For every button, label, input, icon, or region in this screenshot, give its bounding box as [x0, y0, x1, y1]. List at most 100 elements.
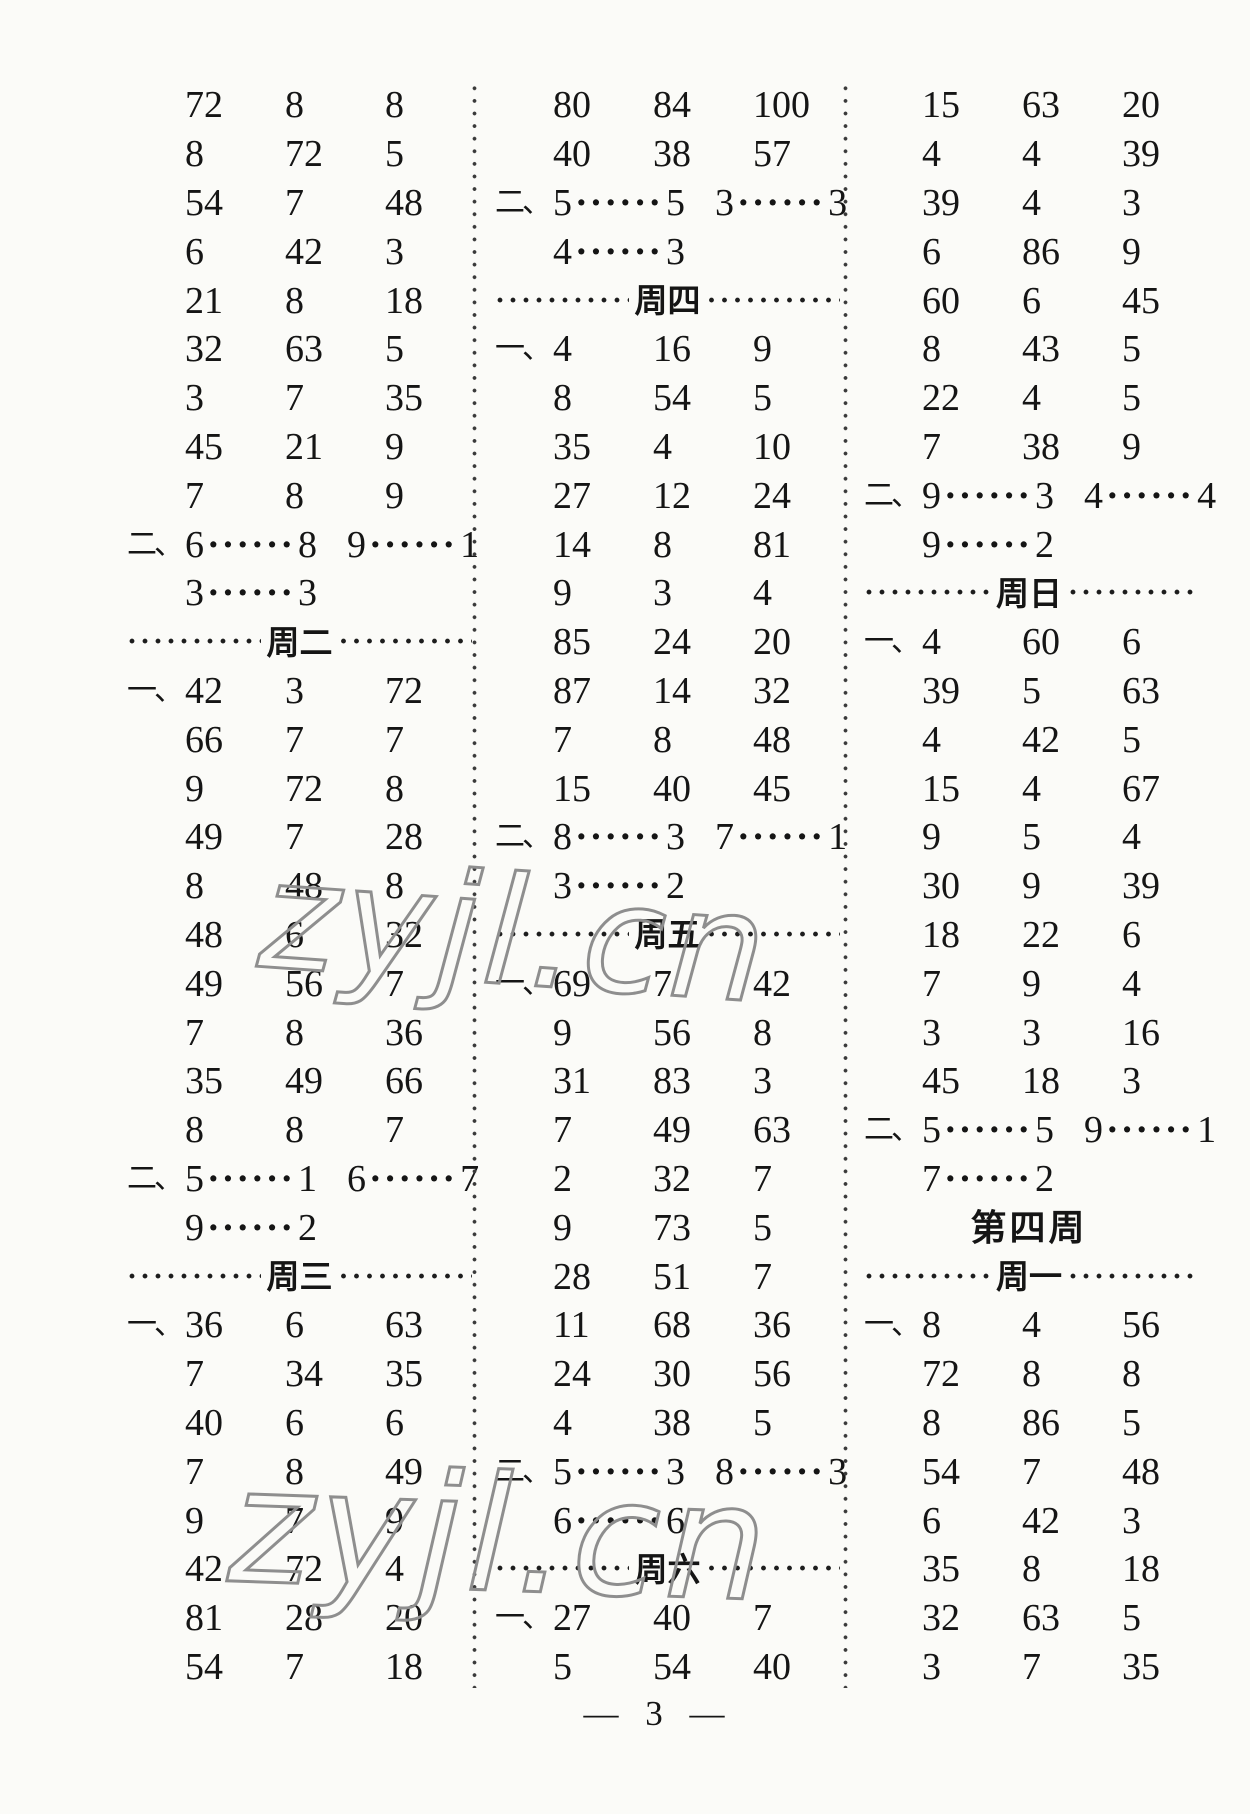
- remainder-answers: 8······3 7······1: [553, 818, 877, 856]
- answer-value: 42: [1022, 1499, 1060, 1542]
- answer-value: 3: [922, 1011, 941, 1054]
- answer-value: 31: [553, 1060, 591, 1103]
- remainder-answer-row: 7······2: [864, 1155, 1194, 1204]
- header-dots: ··············: [495, 1554, 629, 1585]
- remainder-answer-row: 二、6······8 9······1: [127, 520, 479, 569]
- answer-value: 30: [653, 1353, 691, 1396]
- remainder-answer-row: 4······3: [495, 227, 840, 276]
- quotient-value: 3: [553, 865, 572, 908]
- answer-value: 69: [553, 962, 591, 1005]
- section-prefix: 一、: [864, 625, 921, 659]
- answer-value: 8: [285, 1109, 304, 1152]
- quotient-value: 6: [185, 523, 204, 566]
- quotient-value: 8: [715, 1450, 735, 1493]
- answer-value: 20: [385, 1597, 423, 1640]
- answer-value: 24: [753, 474, 791, 517]
- answer-value: 8: [385, 767, 404, 810]
- header-dots: ··············: [338, 1261, 473, 1292]
- remainder-pair: 3······3: [185, 572, 317, 614]
- answer-value: 35: [185, 1060, 223, 1103]
- answer-value: 3: [1122, 1060, 1141, 1103]
- remainder-dots: ······: [944, 1157, 1033, 1200]
- answer-value: 4: [653, 425, 672, 468]
- answer-value: 63: [1022, 1597, 1060, 1640]
- week-label: 周一: [996, 1258, 1062, 1296]
- remainder-pair: 6······8: [185, 524, 317, 566]
- answer-value: 2: [553, 1157, 572, 1200]
- answer-value: 20: [1122, 84, 1160, 127]
- answer-value: 42: [185, 1548, 223, 1591]
- answer-value: 5: [1122, 1597, 1141, 1640]
- remainder-pair: 9······2: [922, 524, 1054, 566]
- answer-value: 7: [553, 1109, 572, 1152]
- quotient-value: 5: [553, 181, 572, 224]
- remainder-answers: 4······3: [553, 233, 715, 271]
- answer-value: 4: [553, 328, 572, 371]
- footer-left-dash: —: [583, 1694, 619, 1733]
- answer-value: 21: [185, 279, 223, 322]
- answer-value: 72: [185, 84, 223, 127]
- answer-value: 18: [1022, 1060, 1060, 1103]
- header-dots: ··············: [1068, 578, 1194, 609]
- remainder-pair: 7······1: [715, 816, 847, 858]
- answer-value: 49: [653, 1109, 691, 1152]
- answer-value: 9: [185, 767, 204, 810]
- answer-value: 18: [385, 279, 423, 322]
- answer-value: 38: [653, 1401, 691, 1444]
- answer-value: 8: [185, 865, 204, 908]
- section-prefix: 二、: [127, 527, 184, 561]
- answer-value: 6: [1122, 913, 1141, 956]
- answer-value: 3: [285, 669, 304, 712]
- answer-value: 86: [1022, 230, 1060, 273]
- answer-value: 73: [653, 1206, 691, 1249]
- remainder-pair: 8······3: [553, 816, 685, 858]
- answer-value: 7: [285, 816, 304, 859]
- remainder-pair: 9······1: [347, 524, 479, 566]
- answer-value: 8: [553, 377, 572, 420]
- remainder-value: 1: [298, 1157, 318, 1200]
- answer-value: 9: [1022, 865, 1041, 908]
- answer-value: 5: [1022, 669, 1041, 712]
- section-prefix: 一、: [495, 966, 552, 1000]
- remainder-dots: ······: [944, 474, 1033, 517]
- answer-value: 8: [285, 1450, 304, 1493]
- remainder-pair: 3······3: [715, 182, 847, 224]
- week-label: 周六: [634, 1550, 701, 1588]
- answer-value: 4: [1122, 816, 1141, 859]
- header-dots: ··············: [864, 578, 990, 609]
- answer-value: 49: [285, 1060, 323, 1103]
- answer-value: 35: [553, 425, 591, 468]
- answer-value: 42: [285, 230, 323, 273]
- answer-value: 7: [185, 1450, 204, 1493]
- remainder-value: 5: [1035, 1109, 1055, 1152]
- answer-value: 45: [185, 425, 223, 468]
- section-prefix: 二、: [127, 1161, 184, 1195]
- answer-value: 18: [1122, 1548, 1160, 1591]
- quotient-value: 5: [553, 1450, 572, 1493]
- remainder-answers: 6······8 9······1: [185, 526, 509, 564]
- answer-value: 7: [1022, 1645, 1041, 1688]
- answer-value: 8: [385, 84, 404, 127]
- answer-value: 15: [922, 84, 960, 127]
- answer-value: 81: [753, 523, 791, 566]
